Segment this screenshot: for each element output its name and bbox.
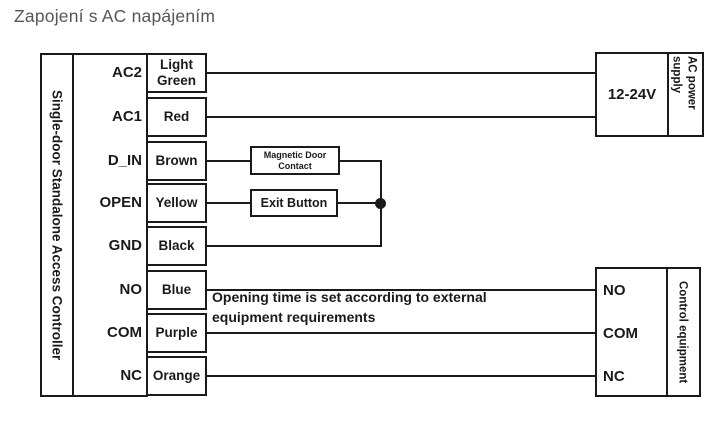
wire-open-left <box>205 202 252 204</box>
exit-button-box: Exit Button <box>250 189 338 217</box>
terminal-label-gnd: GND <box>108 237 142 254</box>
wire-ac1 <box>205 116 597 118</box>
power-supply-voltage-label: 12-24V <box>597 54 669 135</box>
control-terminal-no: NO <box>603 282 626 299</box>
wire-ac2 <box>205 72 597 74</box>
wire-color-box-light-green: Light Green <box>146 53 207 93</box>
terminal-label-no: NO <box>119 281 143 298</box>
page-title: Zapojení s AC napájením <box>14 6 216 26</box>
terminal-label-open: OPEN <box>99 194 142 211</box>
control-terminal-com: COM <box>603 325 638 342</box>
terminal-label-din: D_IN <box>107 152 142 169</box>
control-equipment-box: NO COM NC Control equipment <box>595 267 701 397</box>
wire-open-right <box>336 202 382 204</box>
wire-din-right <box>338 160 382 162</box>
power-supply-side-strip: AC power supply <box>665 54 702 135</box>
power-supply-label: AC power supply <box>670 55 698 110</box>
wire-color-box-purple: Purple <box>146 313 207 353</box>
wire-nc <box>205 375 597 377</box>
wire-no <box>205 289 597 291</box>
wire-com <box>205 332 597 334</box>
wire-color-box-orange: Orange <box>146 356 207 396</box>
terminal-label-nc: NC <box>120 367 142 384</box>
terminal-label-ac2: AC2 <box>111 64 142 81</box>
wire-color-box-brown: Brown <box>146 141 207 181</box>
control-terminal-nc: NC <box>603 368 625 385</box>
wire-color-box-black: Black <box>146 226 207 266</box>
control-equipment-terminals: NO COM NC <box>597 269 668 395</box>
terminal-label-com: COM <box>107 324 142 341</box>
control-equipment-label: Control equipment <box>676 280 689 384</box>
wire-gnd <box>205 245 382 247</box>
wire-din-left <box>205 160 252 162</box>
note-text: Opening time is set according to externa… <box>212 289 487 325</box>
wire-color-box-red: Red <box>146 97 207 137</box>
power-supply-box: 12-24V AC power supply <box>595 52 704 137</box>
controller-name-strip: Single-door Standalone Access Controller <box>42 55 74 395</box>
access-controller-box: Single-door Standalone Access Controller <box>40 53 148 397</box>
junction-dot <box>375 198 386 209</box>
control-equipment-side-strip: Control equipment <box>666 269 699 395</box>
wire-color-box-blue: Blue <box>146 270 207 310</box>
terminal-label-ac1: AC1 <box>111 108 142 125</box>
controller-name-label: Single-door Standalone Access Controller <box>49 89 65 361</box>
magnetic-door-contact-box: Magnetic Door Contact <box>250 146 340 175</box>
wire-color-box-yellow: Yellow <box>146 183 207 223</box>
